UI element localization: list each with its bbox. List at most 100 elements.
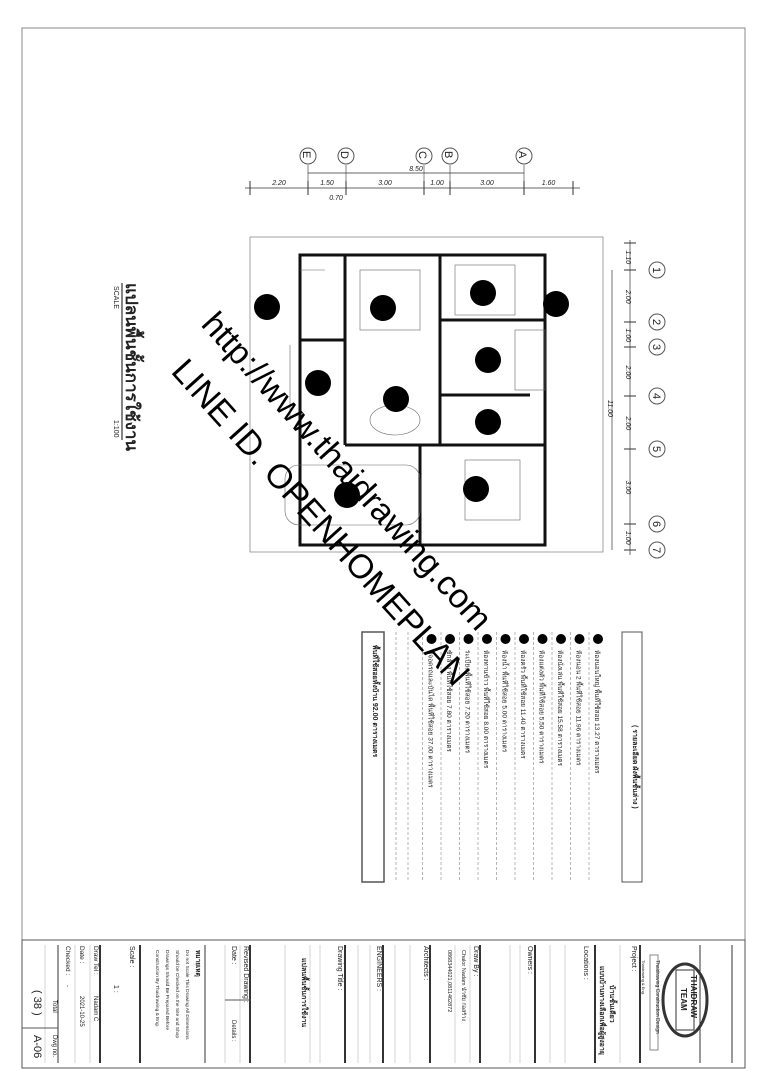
revised-date-label: Date : xyxy=(230,946,237,965)
area-total-box xyxy=(361,631,385,883)
censor-dot xyxy=(475,347,501,373)
col-dim: 2.20 xyxy=(271,180,286,187)
draw-tel-value: Nadam C xyxy=(92,996,98,1022)
draw-by-phone: 0868344021,0811462872 xyxy=(446,950,452,1012)
checked-value: - xyxy=(64,985,70,987)
exterior-wall xyxy=(298,253,547,547)
grid-bubble-row-5: 5 xyxy=(648,440,666,458)
revised-drawing-label: Revised Drawing : xyxy=(242,946,249,1003)
grid-bubble-A: A xyxy=(515,147,533,165)
revised-details-label: Details : xyxy=(230,1020,236,1042)
censor-dots xyxy=(254,280,569,508)
col-dim: 3.00 xyxy=(378,180,392,187)
area-item: ห้องครัว พื้นที่ใช้สอย 11.40 ตารางเมตร xyxy=(519,650,528,759)
censor-dot xyxy=(370,295,396,321)
col-total: 8.50 xyxy=(409,166,423,173)
plan-scale-label: SCALE xyxy=(112,286,119,309)
bullet-icon xyxy=(556,634,566,644)
date-value: 2021-10-25 xyxy=(78,996,84,1027)
col-sub-dim: 0.70 xyxy=(329,195,343,202)
project-label: Project : xyxy=(630,946,637,972)
bullet-icon xyxy=(537,634,548,644)
grid-bubble-E: E xyxy=(299,147,317,165)
draw-tel-label: Draw Tel : xyxy=(92,946,99,975)
row-dim: 1.00 xyxy=(624,329,631,343)
owners-label: Owners : xyxy=(526,946,533,974)
area-schedule: ( รายละเอียด ผังพื้นชั้นล่าง ) ห้องนอนให… xyxy=(361,631,643,883)
row-total: 11.00 xyxy=(606,400,613,417)
plan-title: แปลนพื้นชั้นการใช้งาน xyxy=(122,283,145,451)
grid-bubble-row-4: 4 xyxy=(648,387,666,405)
censor-dot xyxy=(334,482,360,508)
grid-label: 1 xyxy=(650,267,662,273)
censor-dot xyxy=(383,386,409,412)
drawing-title: แปลนพื้นชั้นการใช้งาน xyxy=(300,958,311,1027)
area-item: ห้องน้ำ พื้นที่ใช้สอย 5.00 ตารางเมตร xyxy=(501,650,510,753)
grid-label: 7 xyxy=(650,547,662,553)
warning-title: หมายเหตุ xyxy=(194,950,201,977)
dwg-no-value: A-06 xyxy=(31,1035,43,1058)
architects-label: Architects : xyxy=(422,946,429,981)
area-item: ซักล้าง พื้นที่ใช้สอย 7.80 ตารางเมตร xyxy=(445,650,454,752)
plan-title-block: แปลนพื้นชั้นการใช้งาน SCALE 1:100 xyxy=(112,283,145,451)
dwg-no-label: Dwg no. xyxy=(51,1035,57,1057)
floor-plan xyxy=(249,236,604,553)
draw-by-name: Chalor Nadam นำชัย ก่อสร้าง xyxy=(460,950,467,1021)
area-header: ( รายละเอียด ผังพื้นชั้นล่าง ) xyxy=(631,725,642,809)
scale-value: 1 : xyxy=(112,985,119,993)
bullet-icon xyxy=(426,634,437,644)
site-boundary xyxy=(249,236,604,553)
company-name: Thaidrawing Construction Design xyxy=(654,960,660,1034)
bullet-icon xyxy=(500,634,511,644)
grid-label: C xyxy=(416,151,428,159)
draw-by-label: Draw By : xyxy=(472,946,479,976)
col-dim: 1.00 xyxy=(430,180,444,187)
engineers-label: ENGINEERS : xyxy=(375,946,382,991)
area-item: ระเบียง พื้นที่ใช้สอย 7.20 ตารางเมตร xyxy=(464,650,473,754)
grid-bubble-B: B xyxy=(441,147,459,165)
area-item: ห้องทานข้าว พื้นที่ใช้สอย 8.00 ตารางเมตร xyxy=(482,650,491,769)
grid-bubble-D: D xyxy=(337,147,355,165)
title-block: THAIDRAW TEAM Thaidrawing Construction D… xyxy=(21,939,746,1069)
total-value: ( 38 ) xyxy=(31,990,43,1016)
grid-label: D xyxy=(338,151,350,159)
project-name: บ้านชั้นเดียว xyxy=(608,985,619,1023)
grid-bubble-row-1: 1 xyxy=(648,261,666,279)
company-note: Thaidrawing & Eng. xyxy=(641,960,646,995)
svg-text:THAIDRAW: THAIDRAW xyxy=(689,975,698,1019)
col-dim: 3.00 xyxy=(480,180,494,187)
censor-dot xyxy=(463,476,489,502)
row-dim: 1.10 xyxy=(624,251,631,265)
kitchen-counter xyxy=(514,329,546,391)
area-item: ที่จอดรถและบันได พื้นที่ใช้สอย 37.00 ตาร… xyxy=(427,650,436,788)
warning-line: Construction By Thaidrawing & Eng. xyxy=(154,950,160,1027)
scale-label: Scale : xyxy=(128,946,135,967)
row-dim: 3.00 xyxy=(624,481,631,495)
censor-dot xyxy=(254,294,280,320)
date-label: Date : xyxy=(78,946,85,964)
row-dim: 2.00 xyxy=(624,365,631,380)
bullet-icon xyxy=(482,634,492,644)
grid-bubble-row-6: 6 xyxy=(648,515,666,533)
row-dim: 1.00 xyxy=(624,531,631,545)
censor-dot xyxy=(543,291,569,317)
grid-label: 5 xyxy=(650,446,662,452)
bed xyxy=(359,269,421,331)
area-item: ห้องนอนใหญ่ พื้นที่ใช้สอย 13.27 ตารางเมต… xyxy=(593,650,602,774)
warning-line: Should be Checked on the Site and Shop xyxy=(174,950,180,1038)
locations-label: Locations : xyxy=(582,946,589,980)
censor-dot xyxy=(470,280,496,306)
grid-bubble-row-7: 7 xyxy=(648,541,666,559)
area-item: ห้องนั่งเล่น พื้นที่ใช้สอย 15.58 ตารางเม… xyxy=(556,650,565,767)
bullet-icon xyxy=(593,634,603,644)
total-label: Total xyxy=(51,1000,57,1013)
col-dim: 1.50 xyxy=(320,180,334,187)
company-logo: THAIDRAW TEAM xyxy=(661,962,709,1038)
watermark-line-id: LINE ID. OPENHOMEPLAN xyxy=(164,352,477,693)
watermark-url: http://www.thaidrawing.com xyxy=(194,305,499,638)
grid-bubble-row-3: 3 xyxy=(648,338,666,356)
grid-label: 2 xyxy=(650,319,662,325)
area-item: ห้องแต่งตัว พื้นที่ใช้สอย 5.50 ตารางเมตร xyxy=(538,650,547,764)
